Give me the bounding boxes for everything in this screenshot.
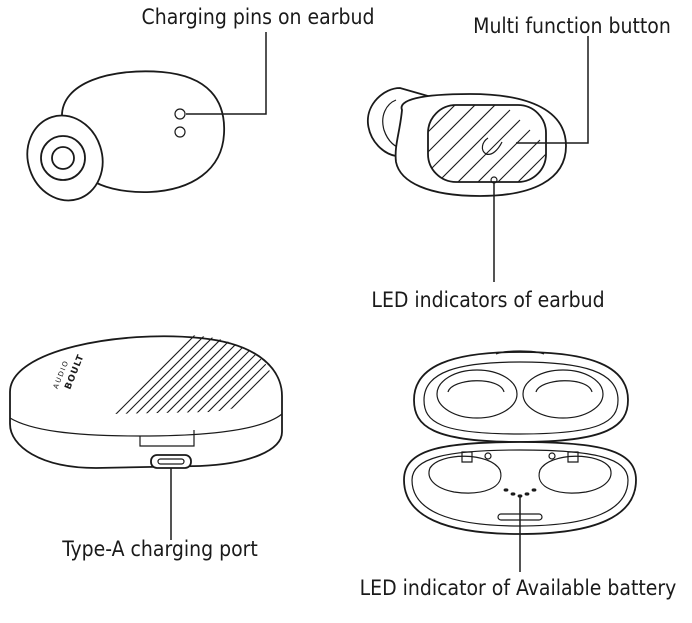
- charging-case-open: [403, 350, 637, 535]
- label-multi-function-button: Multi function button: [473, 14, 671, 38]
- earbud-back-view: [26, 70, 225, 202]
- charging-pin-top: [174, 108, 186, 120]
- leader-line-charging-pins: [186, 32, 267, 115]
- leader-line-multi-function: [516, 36, 589, 144]
- label-charging-port: Type-A charging port: [61, 537, 258, 561]
- type-a-charging-port[interactable]: [150, 454, 192, 469]
- charging-pin-bottom: [174, 126, 186, 138]
- label-led-battery: LED indicator of Available battery: [360, 576, 677, 600]
- multi-function-button-plate[interactable]: [400, 80, 590, 270]
- label-charging-pins: Charging pins on earbud: [142, 5, 375, 29]
- charging-case-closed: BOULT AUDIO: [9, 335, 283, 469]
- battery-led-indicators: [503, 488, 537, 498]
- earbud-front-view: [367, 80, 590, 270]
- button-logo-icon: [481, 137, 503, 155]
- label-led-earbud: LED indicators of earbud: [371, 288, 604, 312]
